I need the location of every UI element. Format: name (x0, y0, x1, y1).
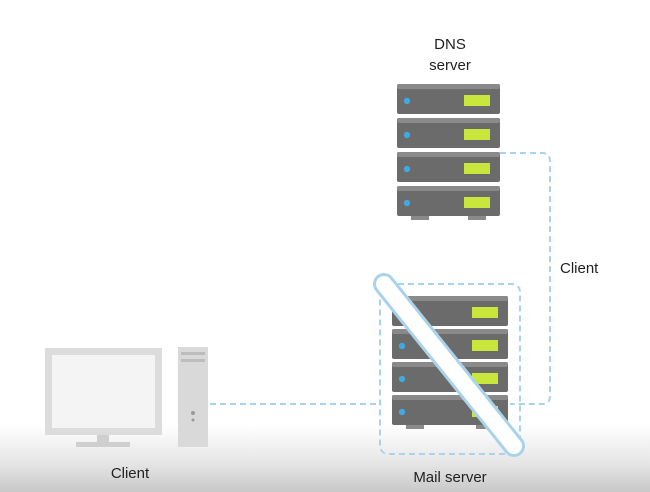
mail-server-strike (373, 273, 525, 457)
mail-server-dashed-outline (379, 283, 521, 455)
mail-server-foot (406, 425, 424, 429)
dns-server (397, 84, 500, 220)
monitor-icon (45, 348, 162, 447)
mail-server-label: Mail server (413, 469, 487, 486)
dns-server-foot (411, 216, 429, 220)
status-light-icon (472, 340, 498, 351)
dns-server-foot (468, 216, 486, 220)
status-dot-icon (403, 131, 411, 139)
status-light-icon (464, 197, 490, 208)
status-dot-icon (403, 97, 411, 105)
dns-to-mail-connection (500, 152, 551, 405)
status-light-icon (464, 163, 490, 174)
desktop-tower-icon (178, 347, 208, 447)
dns-server-label-line1: DNS (434, 36, 466, 53)
status-light-icon (464, 129, 490, 140)
status-dot-icon (403, 199, 411, 207)
status-dot-icon (398, 408, 406, 416)
connections (210, 152, 551, 455)
client-connection-label: Client (560, 260, 599, 277)
client-computer-label: Client (110, 465, 150, 482)
dns-server-label-line2: server (429, 57, 471, 74)
status-light-icon (472, 307, 498, 318)
status-dot-icon (398, 342, 406, 350)
dns-server-unit (397, 118, 500, 148)
dns-server-unit (397, 84, 500, 114)
dns-server-label: DNS server (410, 34, 490, 76)
client-computer (45, 347, 208, 447)
status-light-icon (464, 95, 490, 106)
dns-server-unit (397, 152, 500, 182)
status-light-icon (472, 373, 498, 384)
status-dot-icon (403, 165, 411, 173)
dns-server-unit (397, 186, 500, 216)
status-dot-icon (398, 375, 406, 383)
